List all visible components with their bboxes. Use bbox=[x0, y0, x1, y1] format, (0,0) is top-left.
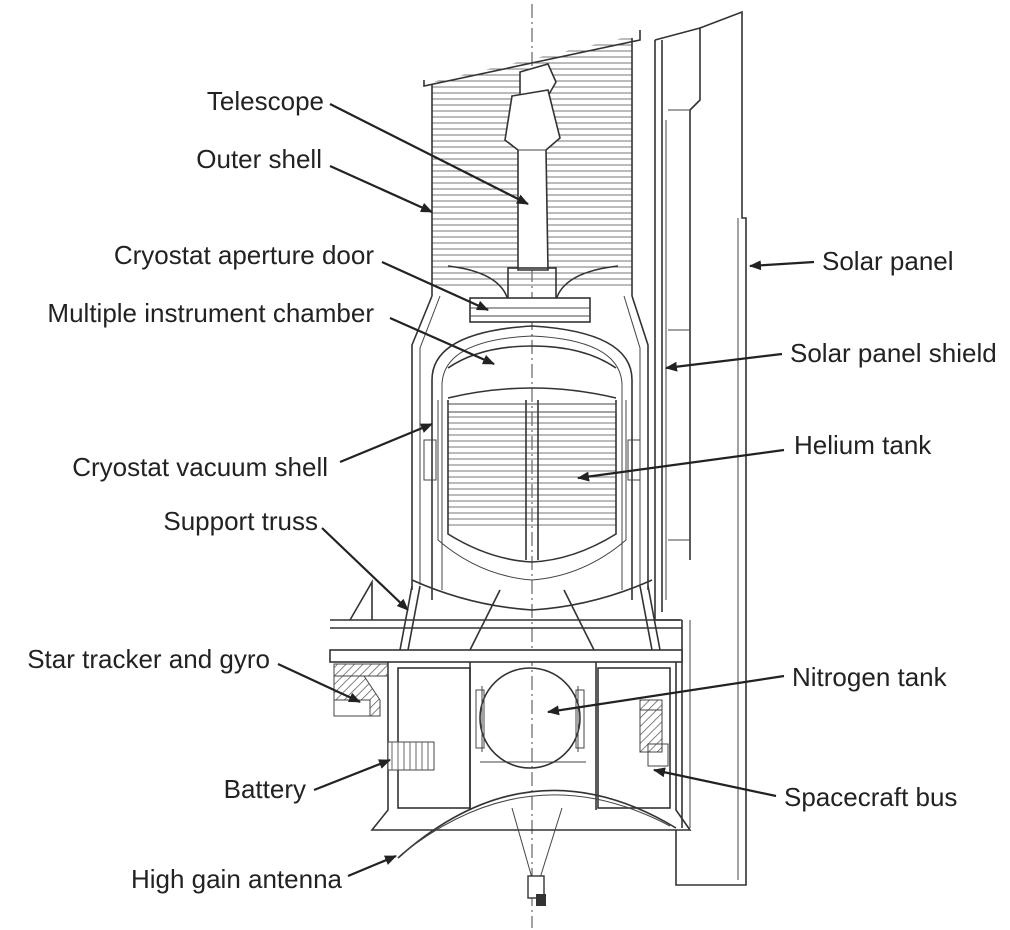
cryostat-shape bbox=[423, 325, 641, 600]
star-tracker-shape bbox=[333, 663, 389, 717]
arrow-battery bbox=[313, 758, 391, 792]
label-helium-tank: Helium tank bbox=[794, 430, 932, 460]
label-cryostat-aperture-door: Cryostat aperture door bbox=[114, 240, 374, 270]
label-nitrogen-tank: Nitrogen tank bbox=[792, 662, 948, 692]
arrow-star-tracker bbox=[277, 663, 361, 703]
label-outer-shell: Outer shell bbox=[196, 144, 322, 174]
arrow-spacecraft-bus bbox=[653, 767, 777, 798]
battery-shape bbox=[387, 741, 435, 771]
arrow-multiple-instrument-chamber bbox=[389, 316, 495, 366]
solar-panel-shield-shape bbox=[654, 26, 701, 621]
label-solar-panel-shield: Solar panel shield bbox=[790, 338, 997, 368]
arrow-high-gain-antenna bbox=[347, 854, 397, 878]
high-gain-antenna-shape bbox=[397, 789, 677, 906]
arrow-nitrogen-tank bbox=[547, 674, 785, 716]
label-star-tracker-and-gyro: Star tracker and gyro bbox=[27, 644, 270, 674]
labels: Telescope Outer shell Cryostat aperture … bbox=[27, 86, 996, 894]
solar-panel-shape bbox=[675, 10, 747, 886]
nitrogen-tank-shape bbox=[475, 667, 585, 769]
support-truss-shape bbox=[330, 579, 682, 651]
label-cryostat-vacuum-shell: Cryostat vacuum shell bbox=[72, 452, 328, 482]
arrow-cryostat-vacuum-shell bbox=[339, 422, 433, 464]
label-support-truss: Support truss bbox=[163, 506, 318, 536]
arrow-support-truss bbox=[321, 527, 409, 611]
spacecraft-bus-shape bbox=[329, 649, 692, 831]
label-high-gain-antenna: High gain antenna bbox=[131, 864, 343, 894]
label-solar-panel: Solar panel bbox=[822, 246, 954, 276]
label-battery: Battery bbox=[224, 774, 306, 804]
label-multiple-instrument-chamber: Multiple instrument chamber bbox=[47, 298, 374, 328]
arrow-outer-shell bbox=[329, 164, 433, 214]
arrow-cryostat-aperture-door bbox=[381, 260, 489, 312]
arrow-telescope bbox=[329, 103, 529, 205]
arrow-helium-tank bbox=[577, 448, 785, 482]
label-telescope: Telescope bbox=[207, 86, 324, 116]
arrow-solar-panel-shield bbox=[665, 352, 783, 372]
telescope-shape bbox=[447, 63, 619, 323]
spacecraft-drawing bbox=[329, 4, 747, 928]
leader-arrows bbox=[277, 103, 815, 878]
arrow-solar-panel bbox=[749, 260, 815, 271]
label-spacecraft-bus: Spacecraft bus bbox=[784, 782, 957, 812]
